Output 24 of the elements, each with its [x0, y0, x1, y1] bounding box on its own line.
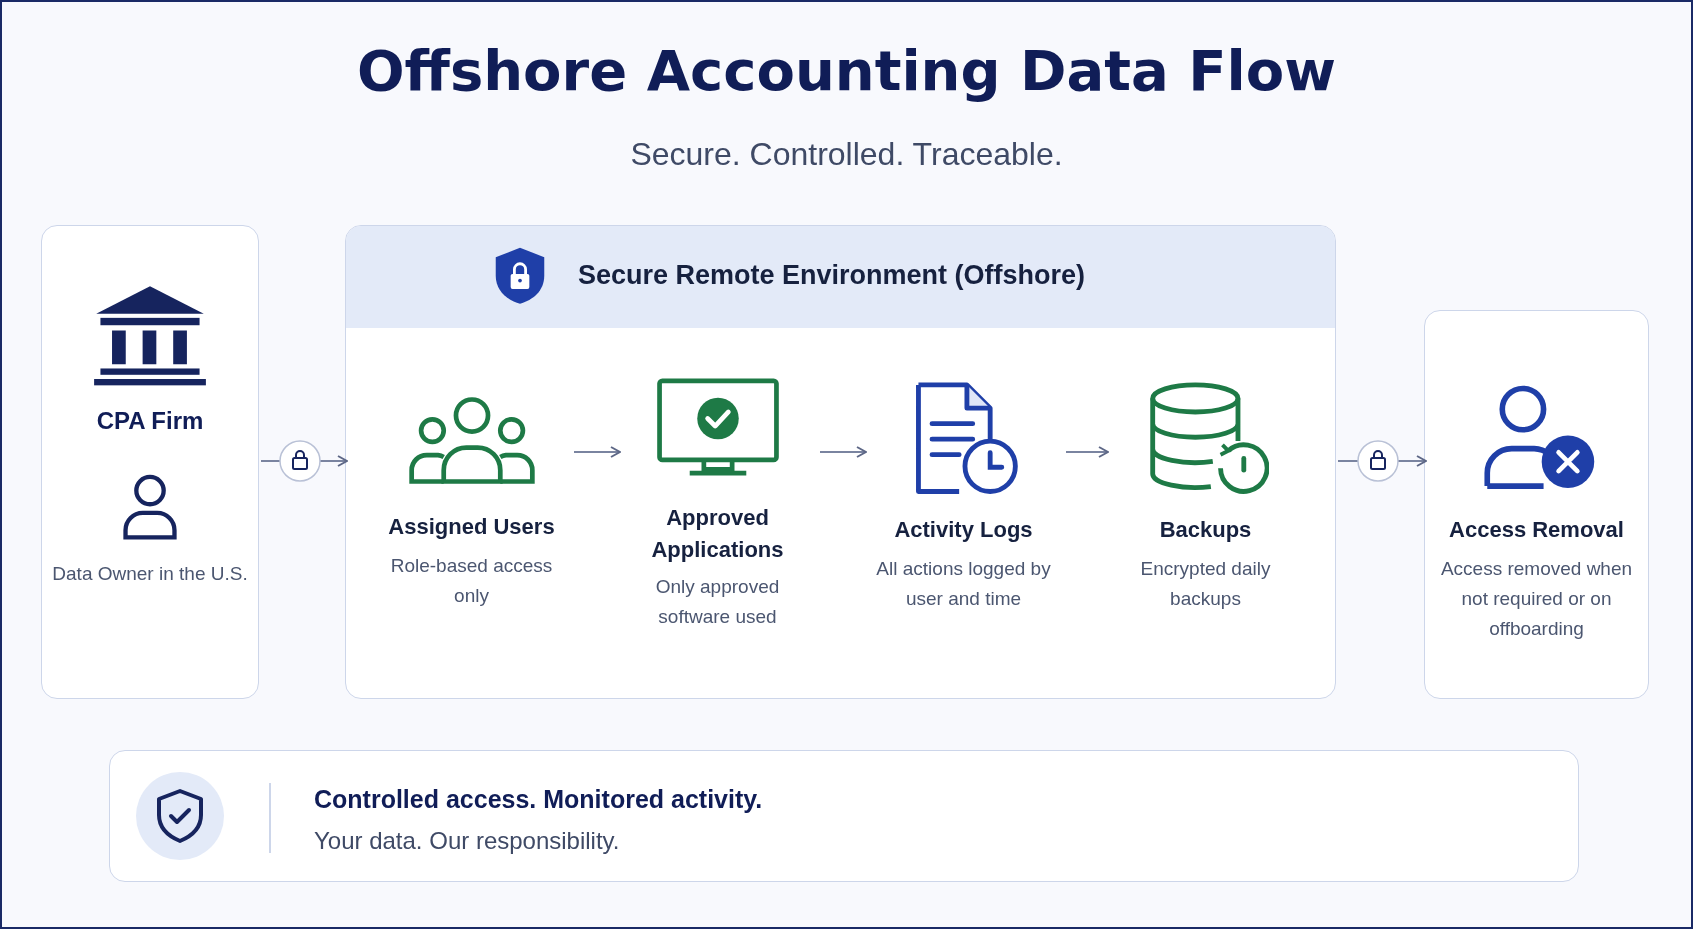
title: Offshore Accounting Data Flow	[355, 38, 1338, 103]
description: Encrypted daily backups	[1139, 556, 1272, 612]
banner-text: Your data. Our responsibility.	[314, 827, 620, 855]
panel-heading: Secure Remote Environment (Offshore)	[578, 260, 1086, 291]
description: Access removed when not required or on offboarding	[1439, 556, 1634, 642]
card	[41, 225, 259, 699]
subtitle: Secure. Controlled. Traceable.	[629, 136, 1064, 173]
description: Role-based access only	[389, 553, 554, 609]
arrow	[819, 446, 867, 458]
card	[1424, 310, 1649, 699]
environment-panel	[345, 225, 1336, 699]
banner-heading: Controlled access. Monitored activity.	[314, 785, 763, 814]
description: All actions logged by user and time	[875, 556, 1052, 612]
arrow	[1065, 446, 1109, 458]
step-label: Assigned Users	[387, 512, 556, 541]
description: Data Owner in the U.S.	[51, 562, 249, 587]
step-label: Activity Logs	[893, 515, 1034, 544]
description: Only approved software used	[654, 575, 781, 630]
step-label: Backups	[1158, 515, 1253, 544]
step-label: CPA Firm	[95, 407, 205, 436]
arrow	[573, 446, 621, 458]
banner-card	[109, 750, 1579, 882]
step-label: Access Removal	[1448, 515, 1625, 544]
step-label: Approved Applications	[650, 504, 785, 565]
